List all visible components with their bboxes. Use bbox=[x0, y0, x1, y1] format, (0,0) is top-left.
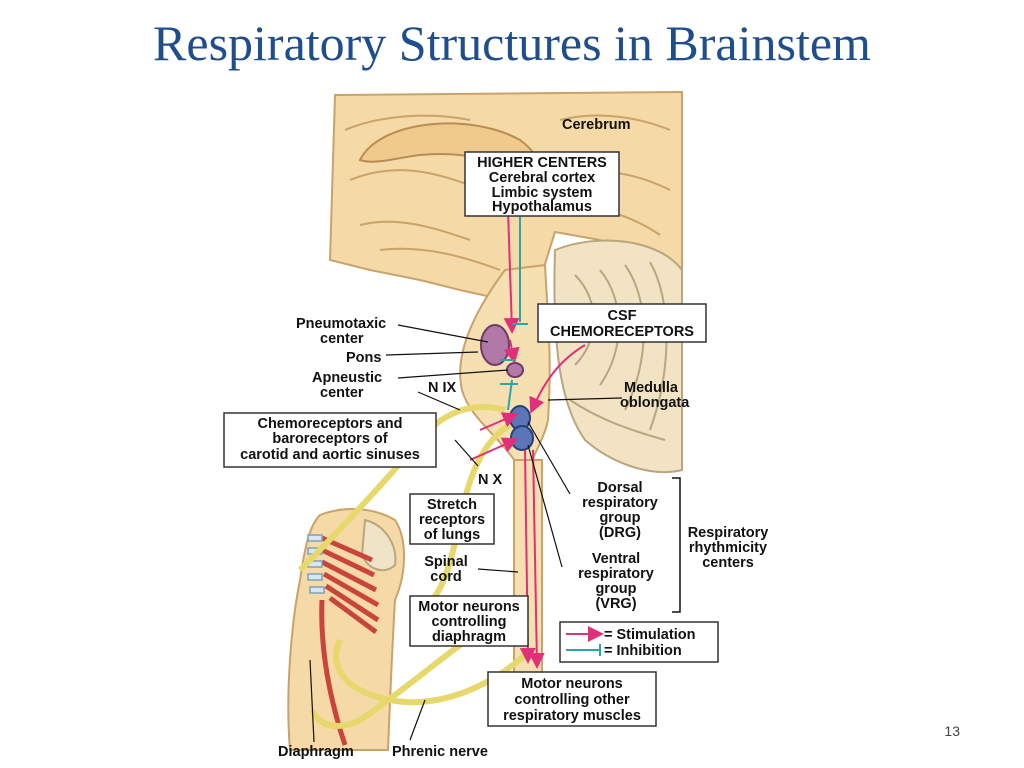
motor-diaphragm-line: Motor neurons bbox=[418, 599, 520, 615]
motor-diaphragm-line: controlling bbox=[432, 614, 507, 630]
pneumotaxic-label-2: center bbox=[320, 331, 364, 347]
ventral-group-label: Ventral respiratory group (VRG) bbox=[578, 551, 654, 612]
stretch-line: receptors bbox=[419, 512, 485, 528]
stretch-line: of lungs bbox=[424, 527, 480, 543]
n-x-label: N X bbox=[478, 472, 503, 488]
higher-centers-title: HIGHER CENTERS bbox=[477, 155, 607, 171]
legend-box: = Stimulation = Inhibition bbox=[559, 621, 719, 663]
leader-lines bbox=[309, 324, 623, 743]
vrg-shape bbox=[510, 425, 534, 451]
rhythmicity-bracket bbox=[672, 477, 681, 613]
inhibition-legend: = Inhibition bbox=[604, 643, 682, 659]
rhythmicity-label: Respiratory rhythmicity centers bbox=[688, 525, 769, 571]
medulla-label-2: oblongata bbox=[620, 395, 690, 411]
chemoreceptors-line: Chemoreceptors and bbox=[257, 416, 402, 432]
pneumotaxic-center-shape bbox=[480, 324, 510, 366]
dorsal-line: group bbox=[599, 510, 640, 526]
chemoreceptors-label: CHEMORECEPTORS bbox=[550, 324, 694, 340]
apneustic-label-2: center bbox=[320, 385, 364, 401]
motor-other-line: respiratory muscles bbox=[503, 708, 641, 724]
spinal-cord-label: Spinal bbox=[424, 554, 468, 570]
cerebrum-label: Cerebrum bbox=[562, 117, 631, 133]
cerebellum bbox=[553, 239, 683, 474]
rhythmicity-line: centers bbox=[702, 555, 754, 571]
apneustic-label: Apneustic bbox=[312, 370, 382, 386]
higher-centers-box: HIGHER CENTERS Cerebral cortex Limbic sy… bbox=[464, 151, 620, 217]
diaphragm-label: Diaphragm bbox=[278, 744, 354, 760]
stretch-line: Stretch bbox=[427, 497, 477, 513]
stimulation-pathways bbox=[469, 209, 586, 669]
ventral-line: respiratory bbox=[578, 566, 654, 582]
csf-chemoreceptors-box: CSF CHEMORECEPTORS bbox=[537, 303, 707, 343]
dorsal-line: respiratory bbox=[582, 495, 658, 511]
motor-other-line: controlling other bbox=[514, 692, 630, 708]
dorsal-line: Dorsal bbox=[597, 480, 642, 496]
chemoreceptors-line: carotid and aortic sinuses bbox=[240, 447, 420, 463]
medulla-label: Medulla bbox=[624, 380, 679, 396]
stimulation-legend: = Stimulation bbox=[604, 627, 695, 643]
brainstem bbox=[459, 263, 551, 471]
motor-diaphragm-box: Motor neurons controlling diaphragm bbox=[409, 595, 529, 647]
motor-other-line: Motor neurons bbox=[521, 676, 623, 692]
higher-centers-line: Limbic system bbox=[492, 185, 593, 201]
pons-label: Pons bbox=[346, 350, 381, 366]
motor-other-box: Motor neurons controlling other respirat… bbox=[487, 671, 657, 727]
higher-centers-line: Cerebral cortex bbox=[489, 170, 595, 186]
ventral-line: Ventral bbox=[592, 551, 640, 567]
motor-diaphragm-line: diaphragm bbox=[432, 629, 506, 645]
phrenic-nerve-label: Phrenic nerve bbox=[392, 744, 488, 760]
n-ix-label: N IX bbox=[428, 380, 457, 396]
stretch-receptors-box: Stretch receptors of lungs bbox=[409, 493, 495, 545]
diaphragm-muscle bbox=[319, 599, 348, 746]
inhibition-pathways bbox=[500, 210, 528, 411]
rhythmicity-line: rhythmicity bbox=[689, 540, 767, 556]
ventral-line: group bbox=[595, 581, 636, 597]
rhythmicity-line: Respiratory bbox=[688, 525, 769, 541]
apneustic-center-shape bbox=[506, 362, 524, 378]
higher-centers-line: Hypothalamus bbox=[492, 199, 592, 215]
spinal-cord-label-2: cord bbox=[430, 569, 461, 585]
chemoreceptors-line: baroreceptors of bbox=[272, 431, 387, 447]
slide-title: Respiratory Structures in Brainstem bbox=[153, 15, 871, 71]
pneumotaxic-label: Pneumotaxic bbox=[296, 316, 386, 332]
dorsal-group-label: Dorsal respiratory group (DRG) bbox=[582, 480, 658, 541]
chemoreceptors-box: Chemoreceptors and baroreceptors of caro… bbox=[223, 412, 437, 468]
dorsal-line: (DRG) bbox=[599, 525, 641, 541]
ventral-line: (VRG) bbox=[595, 596, 636, 612]
slide-number: 13 bbox=[944, 723, 960, 739]
csf-label: CSF bbox=[608, 308, 637, 324]
